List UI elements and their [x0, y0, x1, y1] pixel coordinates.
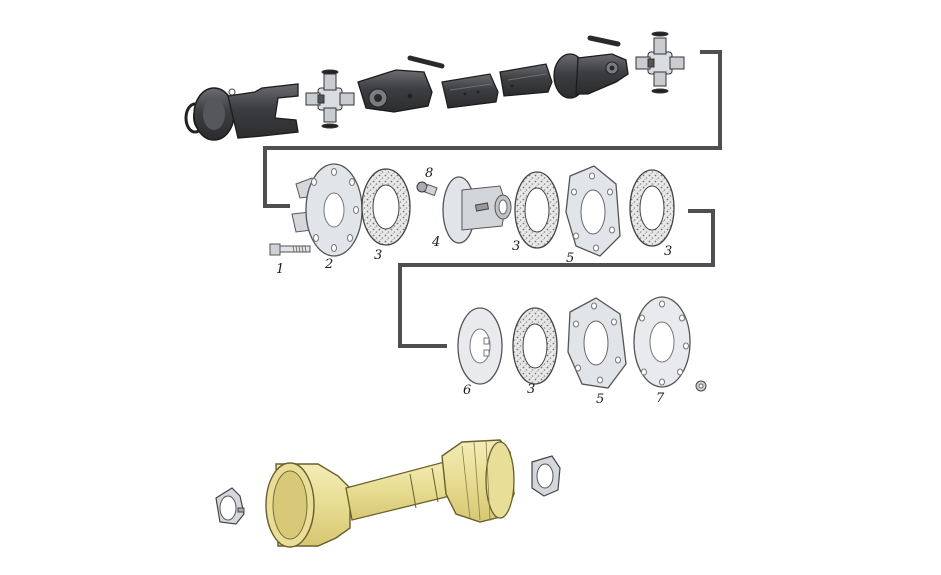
roll-pin-right [587, 35, 621, 47]
flange-yoke-part-2 [291, 163, 363, 257]
part-label-6: 6 [463, 383, 471, 398]
friction-disc-3a [361, 168, 411, 246]
part-label-3: 3 [527, 382, 535, 397]
friction-disc-3c [629, 169, 675, 247]
part-label-7: 7 [656, 391, 665, 406]
part-label-1: 1 [276, 262, 284, 277]
profile-tube-inner [441, 73, 499, 109]
part-label-3: 3 [664, 244, 672, 259]
pressure-plate-5b [567, 297, 627, 389]
clutch-yoke [193, 83, 299, 141]
part-label-2: 2 [324, 257, 333, 272]
outer-yoke [553, 53, 629, 99]
part-label-5: 5 [596, 392, 604, 407]
clutch-pack-row-2 [457, 296, 707, 392]
plate-part-6 [457, 307, 503, 385]
part-labels: 1 2 3 8 4 3 5 3 6 3 5 7 [276, 166, 672, 407]
clutch-pack-row-1 [269, 163, 675, 257]
part-label-5: 5 [566, 251, 574, 266]
inner-yoke [357, 69, 433, 113]
pressure-plate-5a [565, 165, 621, 257]
hub-part-4 [442, 176, 512, 244]
guard-bearing-ring-left [215, 487, 245, 525]
cross-journal-left [305, 69, 355, 129]
bolt-part-1 [269, 243, 311, 256]
bolt-part-8 [416, 181, 438, 197]
cross-journal-right [635, 31, 685, 94]
friction-disc-3b [514, 171, 560, 249]
connector-line-1 [263, 50, 722, 208]
connector-line-2 [398, 209, 715, 348]
guard-cone-left [265, 462, 351, 548]
profile-tube-outer [499, 63, 553, 97]
nut [695, 380, 707, 392]
guard-tube [345, 459, 459, 521]
guard-assembly [215, 439, 561, 548]
part-label-8: 8 [425, 166, 433, 181]
part-label-4: 4 [431, 235, 440, 250]
roll-pin-left [407, 55, 445, 69]
guard-cone-right [441, 439, 515, 523]
part-label-3: 3 [374, 248, 382, 263]
part-label-3: 3 [512, 239, 520, 254]
friction-disc-3d [512, 307, 558, 385]
guard-bearing-ring-right [531, 455, 561, 497]
driveline-row [184, 31, 685, 141]
connector-lines [263, 50, 722, 348]
spring-plate-part-7 [633, 296, 691, 388]
